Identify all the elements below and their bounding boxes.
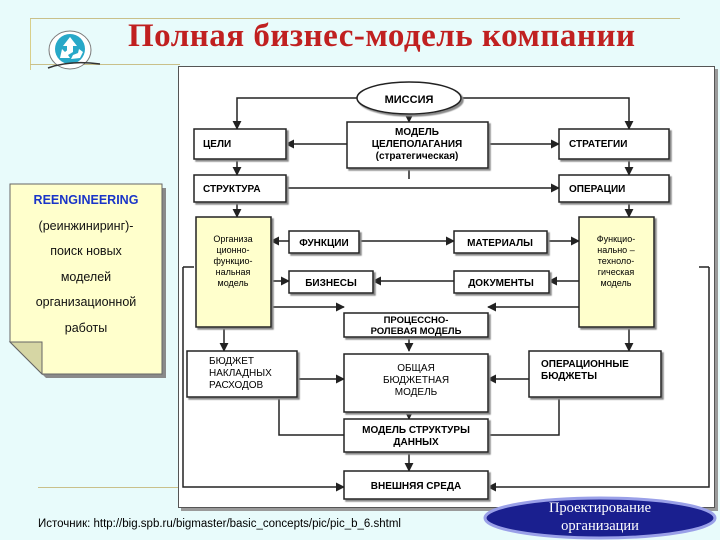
process-role-model-label: ПРОЦЕССНО- xyxy=(384,315,449,326)
note-text: REENGINEERING (реинжиниринг)- поиск новы… xyxy=(18,188,154,341)
overhead-budget-label: РАСХОДОВ xyxy=(209,380,264,391)
note-line: работы xyxy=(64,320,108,335)
recycle-logo-icon xyxy=(47,30,101,70)
strategies-node xyxy=(558,128,670,160)
structure-node xyxy=(193,174,287,203)
goal-model-node xyxy=(346,121,489,169)
general-budget-model-label: ОБЩАЯ xyxy=(397,363,435,374)
top-decor-line xyxy=(30,18,31,70)
functions-node xyxy=(288,230,360,254)
business-label: БИЗНЕСЫ xyxy=(305,278,357,289)
func-tech-model-node xyxy=(578,216,655,328)
badge-label: Проектирование организации xyxy=(482,499,718,535)
overhead-budget-label: БЮДЖЕТ xyxy=(209,356,254,367)
general-budget-model-node xyxy=(343,353,489,413)
note-line: (реинжиниринг)- xyxy=(38,218,134,233)
func-tech-model-label: гическая xyxy=(598,267,635,277)
operations-label: ОПЕРАЦИИ xyxy=(569,184,625,195)
goal-model-label: (стратегическая) xyxy=(376,151,459,162)
mission-label: МИССИЯ xyxy=(385,94,434,106)
func-tech-model-label: Функцио- xyxy=(597,234,635,244)
reengineering-note: REENGINEERING (реинжиниринг)- поиск новы… xyxy=(8,182,166,378)
strategies-label: СТРАТЕГИИ xyxy=(569,139,627,150)
goal-model-label: ЦЕЛЕПОЛАГАНИЯ xyxy=(372,139,462,150)
org-functional-model-label: ционно- xyxy=(216,245,249,255)
design-organization-badge[interactable] xyxy=(482,496,718,540)
func-tech-model-label: техноло- xyxy=(598,256,634,266)
note-heading: REENGINEERING xyxy=(33,193,139,207)
documents-label: ДОКУМЕНТЫ xyxy=(468,278,534,289)
overhead-budget-node xyxy=(186,350,298,398)
structure-label: СТРУКТУРА xyxy=(203,184,261,195)
org-functional-model-label: Организа xyxy=(213,234,252,244)
org-functional-model-node xyxy=(195,216,272,328)
org-functional-model-label: нальная xyxy=(216,267,251,277)
note-line: поиск новых xyxy=(50,244,122,258)
external-environment-node xyxy=(343,470,489,500)
badge-line: организации xyxy=(561,518,639,534)
business-model-diagram: МИССИЯ МОДЕЛЬ ЦЕЛЕПОЛАГАНИЯ (стратегичес… xyxy=(178,66,715,508)
materials-node xyxy=(453,230,548,254)
operational-budgets-label: БЮДЖЕТЫ xyxy=(541,371,597,382)
org-functional-model-label: модель xyxy=(218,278,249,288)
documents-node xyxy=(453,270,550,294)
diagram-svg: МИССИЯ МОДЕЛЬ ЦЕЛЕПОЛАГАНИЯ (стратегичес… xyxy=(182,81,710,500)
note-paper xyxy=(8,183,166,378)
badge-line: Проектирование xyxy=(548,500,652,516)
data-structure-model-label: МОДЕЛЬ СТРУКТУРЫ xyxy=(362,425,470,436)
external-environment-label: ВНЕШНЯЯ СРЕДА xyxy=(371,481,461,492)
process-role-model-node xyxy=(343,312,489,338)
top-decor-line xyxy=(30,18,680,19)
operational-budgets-label: ОПЕРАЦИОННЫЕ xyxy=(541,359,629,370)
data-structure-model-node xyxy=(343,418,489,453)
functions-label: ФУНКЦИИ xyxy=(299,238,348,249)
note-line: организационной xyxy=(35,295,137,309)
general-budget-model-label: МОДЕЛЬ xyxy=(395,387,438,398)
note-line: моделей xyxy=(60,269,112,284)
func-tech-model-label: модель xyxy=(601,278,632,288)
goals-node xyxy=(193,128,287,160)
materials-label: МАТЕРИАЛЫ xyxy=(467,238,533,249)
business-node xyxy=(288,270,374,294)
func-tech-model-label: нально – xyxy=(597,245,634,255)
operations-node xyxy=(558,174,670,203)
general-budget-model-label: БЮДЖЕТНАЯ xyxy=(383,375,449,386)
page-title: Полная бизнес-модель компании xyxy=(128,18,636,54)
process-role-model-label: РОЛЕВАЯ МОДЕЛЬ xyxy=(371,326,462,337)
bottom-decor-line xyxy=(38,487,178,488)
top-decor-line xyxy=(30,64,180,65)
org-functional-model-label: функцио- xyxy=(214,256,253,266)
goal-model-label: МОДЕЛЬ xyxy=(395,127,439,138)
data-structure-model-label: ДАННЫХ xyxy=(393,437,439,448)
goals-label: ЦЕЛИ xyxy=(203,139,231,150)
operational-budgets-node xyxy=(528,350,662,398)
mission-node xyxy=(356,81,462,115)
source-citation: Источник: http://big.spb.ru/bigmaster/ba… xyxy=(38,518,401,530)
overhead-budget-label: НАКЛАДНЫХ xyxy=(209,368,272,379)
